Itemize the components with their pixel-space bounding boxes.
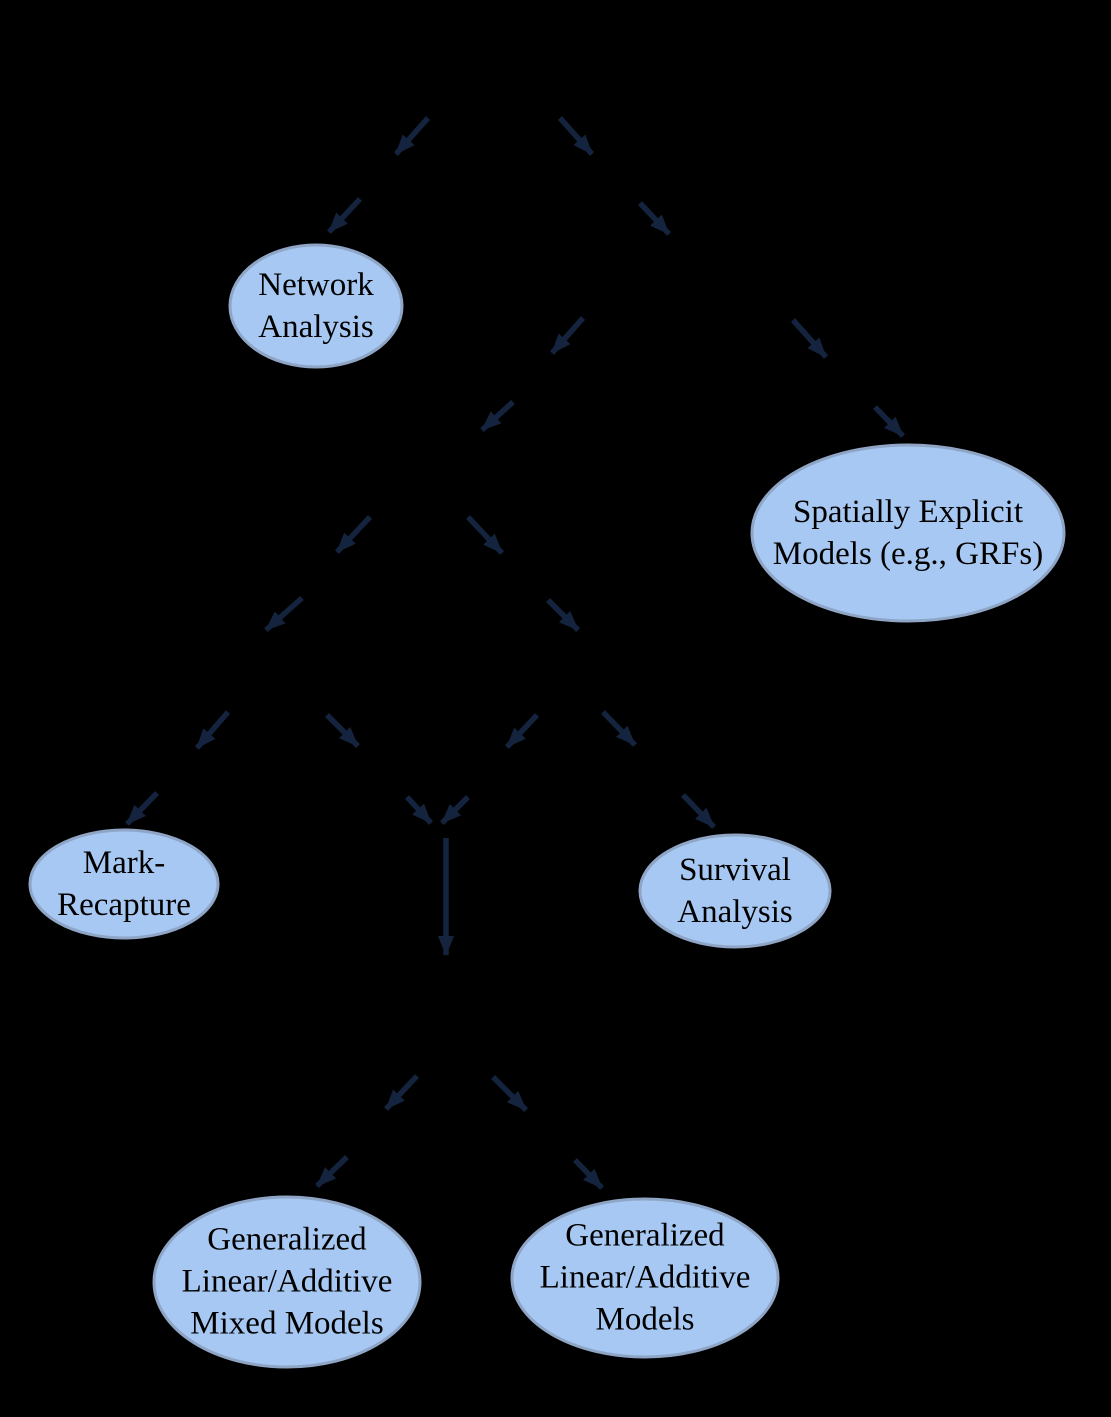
flow-arrow-0: [393, 116, 431, 156]
flow-arrow-10: [264, 595, 304, 633]
flow-arrow-6: [790, 318, 829, 359]
flow-arrow-23: [491, 1075, 528, 1112]
flow-arrow-16: [504, 713, 540, 749]
flow-arrow-4: [549, 316, 586, 355]
node-ellipse-generalized-linear-additive-models: [510, 1197, 780, 1359]
flow-arrow-9: [466, 515, 504, 555]
flow-arrow-13: [325, 713, 360, 748]
flow-arrow-11: [194, 710, 231, 750]
node-layer: [28, 243, 1066, 1369]
flow-arrow-19: [681, 793, 716, 829]
flow-arrow-15: [546, 598, 580, 632]
flow-arrow-5: [480, 399, 515, 433]
node-ellipse-spatially-explicit-models: [750, 443, 1066, 623]
flow-arrow-24: [573, 1158, 604, 1190]
flow-arrow-21: [383, 1074, 420, 1111]
flow-arrow-8: [334, 515, 373, 554]
flow-arrow-1: [326, 197, 363, 234]
node-ellipse-network-analysis: [228, 243, 404, 369]
flow-arrow-22: [315, 1155, 349, 1188]
node-ellipse-generalized-linear-additive-mixed-models: [152, 1195, 422, 1369]
flow-arrow-7: [873, 405, 905, 438]
flow-arrow-14: [404, 795, 434, 825]
flow-arrow-18: [601, 710, 637, 747]
flow-arrow-2: [557, 116, 595, 156]
flow-arrow-12: [125, 791, 159, 826]
flow-arrow-3: [637, 201, 672, 236]
arrow-layer: [125, 116, 905, 1190]
node-ellipse-mark-recapture: [28, 828, 220, 940]
flow-arrow-17: [440, 795, 470, 825]
node-ellipse-survival-analysis: [638, 833, 832, 949]
